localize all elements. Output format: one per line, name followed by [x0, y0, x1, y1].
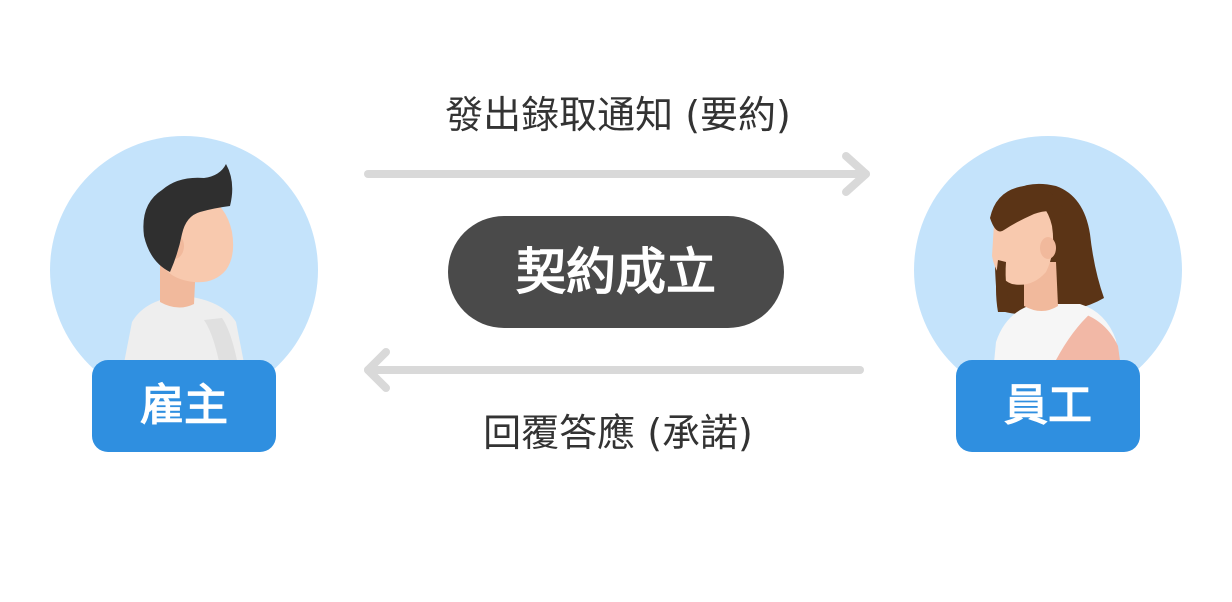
employee-avatar	[914, 136, 1182, 404]
woman-avatar-icon	[990, 183, 1126, 404]
contract-formed-pill: 契約成立	[448, 216, 784, 328]
offer-label: 發出錄取通知 (要約)	[445, 93, 791, 137]
employee-label: 員工	[956, 360, 1140, 452]
acceptance-label: 回覆答應 (承諾)	[483, 411, 753, 455]
arrow-left-icon	[364, 348, 864, 392]
arrow-right-icon	[364, 152, 870, 196]
employer-label: 雇主	[92, 360, 276, 452]
